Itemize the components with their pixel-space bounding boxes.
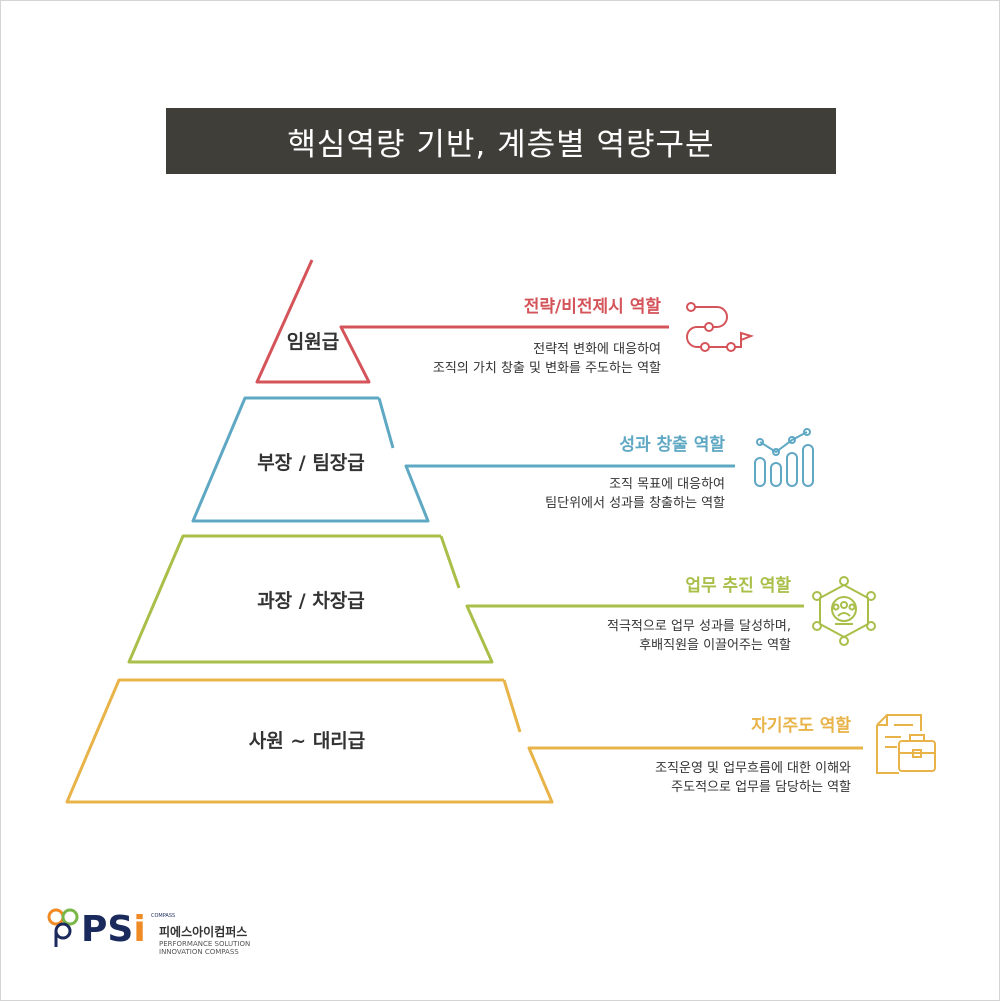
tier-senior-label: 과장 / 차장급 [257, 590, 365, 612]
tier-executive-role-title: 전략/비전제시 역할 [524, 297, 662, 317]
tier-manager-desc-line2: 팀단위에서 성과를 창출하는 역할 [545, 496, 725, 511]
tier-executive-shape [255, 259, 669, 384]
psi-compass-logo: PSi COMPASS 피에스아이컴퍼스 PERFORMANCE SOLUTIO… [47, 908, 250, 956]
tier-manager-role-title: 성과 창출 역할 [619, 435, 725, 455]
logo-small-text: COMPASS [151, 913, 175, 919]
briefcase-document-icon [876, 714, 936, 774]
tier-staff: 사원 ~ 대리급 자기주도 역할 조직운영 및 업무흐름에 대한 이해와 주도적… [65, 678, 936, 804]
title-banner: 핵심역량 기반, 계층별 역량구분 [166, 108, 836, 174]
logo-brand: PSi [81, 909, 146, 950]
logo-korean-name: 피에스아이컴퍼스 [159, 924, 247, 939]
tier-senior: 과장 / 차장급 업무 추진 역할 적극적으로 업무 성과를 달성하며, 후배직… [127, 534, 876, 664]
tier-executive-label: 임원급 [287, 331, 339, 353]
tier-staff-desc-line2: 주도적으로 업무를 담당하는 역할 [671, 780, 851, 795]
logo-tagline-1: PERFORMANCE SOLUTION [159, 940, 250, 948]
tier-senior-role-title: 업무 추진 역할 [685, 576, 791, 596]
logo-tagline-2: INNOVATION COMPASS [159, 948, 239, 956]
tier-staff-shape [65, 678, 863, 804]
page-title: 핵심역량 기반, 계층별 역량구분 [287, 126, 715, 163]
tier-manager-desc-line1: 조직 목표에 대응하여 [609, 477, 725, 492]
bar-chart-icon [754, 428, 814, 487]
tier-manager-label: 부장 / 팀장급 [257, 452, 365, 474]
tier-manager-shape [191, 396, 735, 523]
logo-emblem-icon [47, 908, 79, 947]
tier-manager: 부장 / 팀장급 성과 창출 역할 조직 목표에 대응하여 팀단위에서 성과를 … [191, 396, 814, 523]
roadmap-icon [686, 302, 755, 352]
tier-staff-role-title: 자기주도 역할 [751, 716, 851, 736]
team-network-icon [812, 576, 876, 646]
tier-senior-desc-line2: 후배직원을 이끌어주는 역할 [639, 638, 791, 653]
tier-senior-desc-line1: 적극적으로 업무 성과를 달성하며, [607, 619, 791, 634]
tier-executive-desc-line2: 조직의 가치 창출 및 변화를 주도하는 역할 [433, 361, 661, 376]
tier-executive: 임원급 전략/비전제시 역할 전략적 변화에 대응하여 조직의 가치 창출 및 … [255, 259, 755, 384]
tier-staff-desc-line1: 조직운영 및 업무흐름에 대한 이해와 [655, 761, 851, 776]
tier-staff-label: 사원 ~ 대리급 [249, 730, 366, 752]
tier-executive-desc-line1: 전략적 변화에 대응하여 [533, 342, 661, 357]
tier-senior-shape [127, 534, 804, 664]
